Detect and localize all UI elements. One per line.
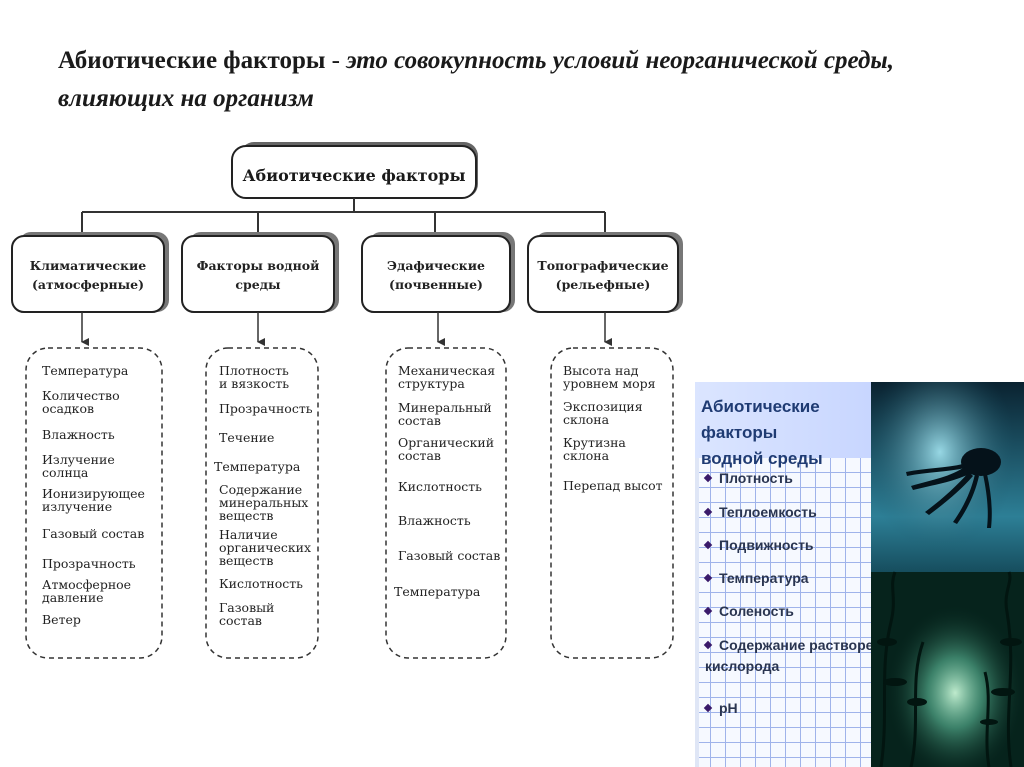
items-box-3 <box>385 347 507 659</box>
factor-item: Ветер <box>42 612 81 627</box>
bullet-icon <box>703 540 713 550</box>
factor-item: Механическая структура <box>398 363 496 391</box>
factor-item: Излучение солнца <box>42 452 115 480</box>
factor-item: Газовый состав <box>219 600 275 628</box>
category-label-2: Факторы водной среды <box>196 258 320 292</box>
card-list-item: Плотность <box>703 468 793 489</box>
card-item-label: pH <box>719 700 738 716</box>
factor-item: Ионизирующее излучение <box>42 486 145 514</box>
card-list-item: pH <box>703 698 738 719</box>
category-label-4: Топографические (рельефные) <box>537 258 669 292</box>
factor-item: Плотность и вязкость <box>219 363 290 391</box>
octopus-icon <box>906 448 1001 528</box>
category-box-1 <box>11 235 165 313</box>
factor-item: Экспозиция склона <box>563 399 643 427</box>
underwater-photo <box>871 382 1024 767</box>
factor-item: Течение <box>219 430 275 445</box>
factor-item: Температура <box>394 584 481 599</box>
factor-item: Температура <box>214 459 301 474</box>
items-box-1 <box>25 347 163 659</box>
title-separator: - <box>325 47 347 74</box>
bullet-icon <box>703 703 713 713</box>
bullet-icon <box>703 640 713 650</box>
items-box-4 <box>550 347 674 659</box>
factor-item: Газовый состав <box>42 526 145 541</box>
factor-item: Органический состав <box>398 435 495 463</box>
factor-item: Атмосферное давление <box>42 577 132 605</box>
items-box-2 <box>205 347 319 659</box>
factor-item: Наличие органических веществ <box>219 527 312 568</box>
factor-item: Температура <box>42 363 129 378</box>
title-definition: это совокупность условий неорганической … <box>58 47 895 112</box>
card-item-label: Теплоемкость <box>719 504 817 520</box>
factor-item: Количество осадков <box>42 388 120 416</box>
factor-item: Прозрачность <box>219 401 313 416</box>
factor-item: Газовый состав <box>398 548 501 563</box>
slide-title: Абиотические факторы - это совокупность … <box>58 42 918 118</box>
factor-item: Крутизна склона <box>563 435 626 463</box>
factor-item: Перепад высот <box>563 478 663 493</box>
card-list-item: Соленость <box>703 601 794 622</box>
card-title: Абиотические факторы водной среды <box>701 397 823 468</box>
card-item-label: Плотность <box>719 470 793 486</box>
factor-item: Высота над уровнем моря <box>563 363 656 391</box>
water-factors-card: Абиотические факторы водной среды Плотно… <box>695 382 1024 767</box>
root-label: Абиотические факторы <box>242 166 466 185</box>
factor-item: Влажность <box>42 427 115 442</box>
title-lead: Абиотические факторы <box>58 47 326 74</box>
factor-item: Кислотность <box>219 576 303 591</box>
bullet-icon <box>703 573 713 583</box>
card-item-label: Температура <box>719 570 809 586</box>
factor-item: Прозрачность <box>42 556 136 571</box>
card-item-label: Подвижность <box>719 537 814 553</box>
card-list-item: Температура <box>703 568 809 589</box>
bullet-icon <box>703 473 713 483</box>
factor-item: Кислотность <box>398 479 482 494</box>
bullet-icon <box>703 606 713 616</box>
category-box-3 <box>361 235 511 313</box>
factor-item: Минеральный состав <box>398 400 492 428</box>
bullet-icon <box>703 507 713 517</box>
category-box-4 <box>527 235 679 313</box>
card-header <box>695 382 871 458</box>
card-item-label: Соленость <box>719 603 794 619</box>
factor-item: Содержание минеральных веществ <box>219 482 309 523</box>
card-list-item: Подвижность <box>703 535 814 556</box>
card-list-item: Теплоемкость <box>703 502 817 523</box>
category-label-1: Климатические (атмосферные) <box>29 258 147 292</box>
factor-item: Влажность <box>398 513 471 528</box>
category-label-3: Эдафические (почвенные) <box>387 258 485 292</box>
